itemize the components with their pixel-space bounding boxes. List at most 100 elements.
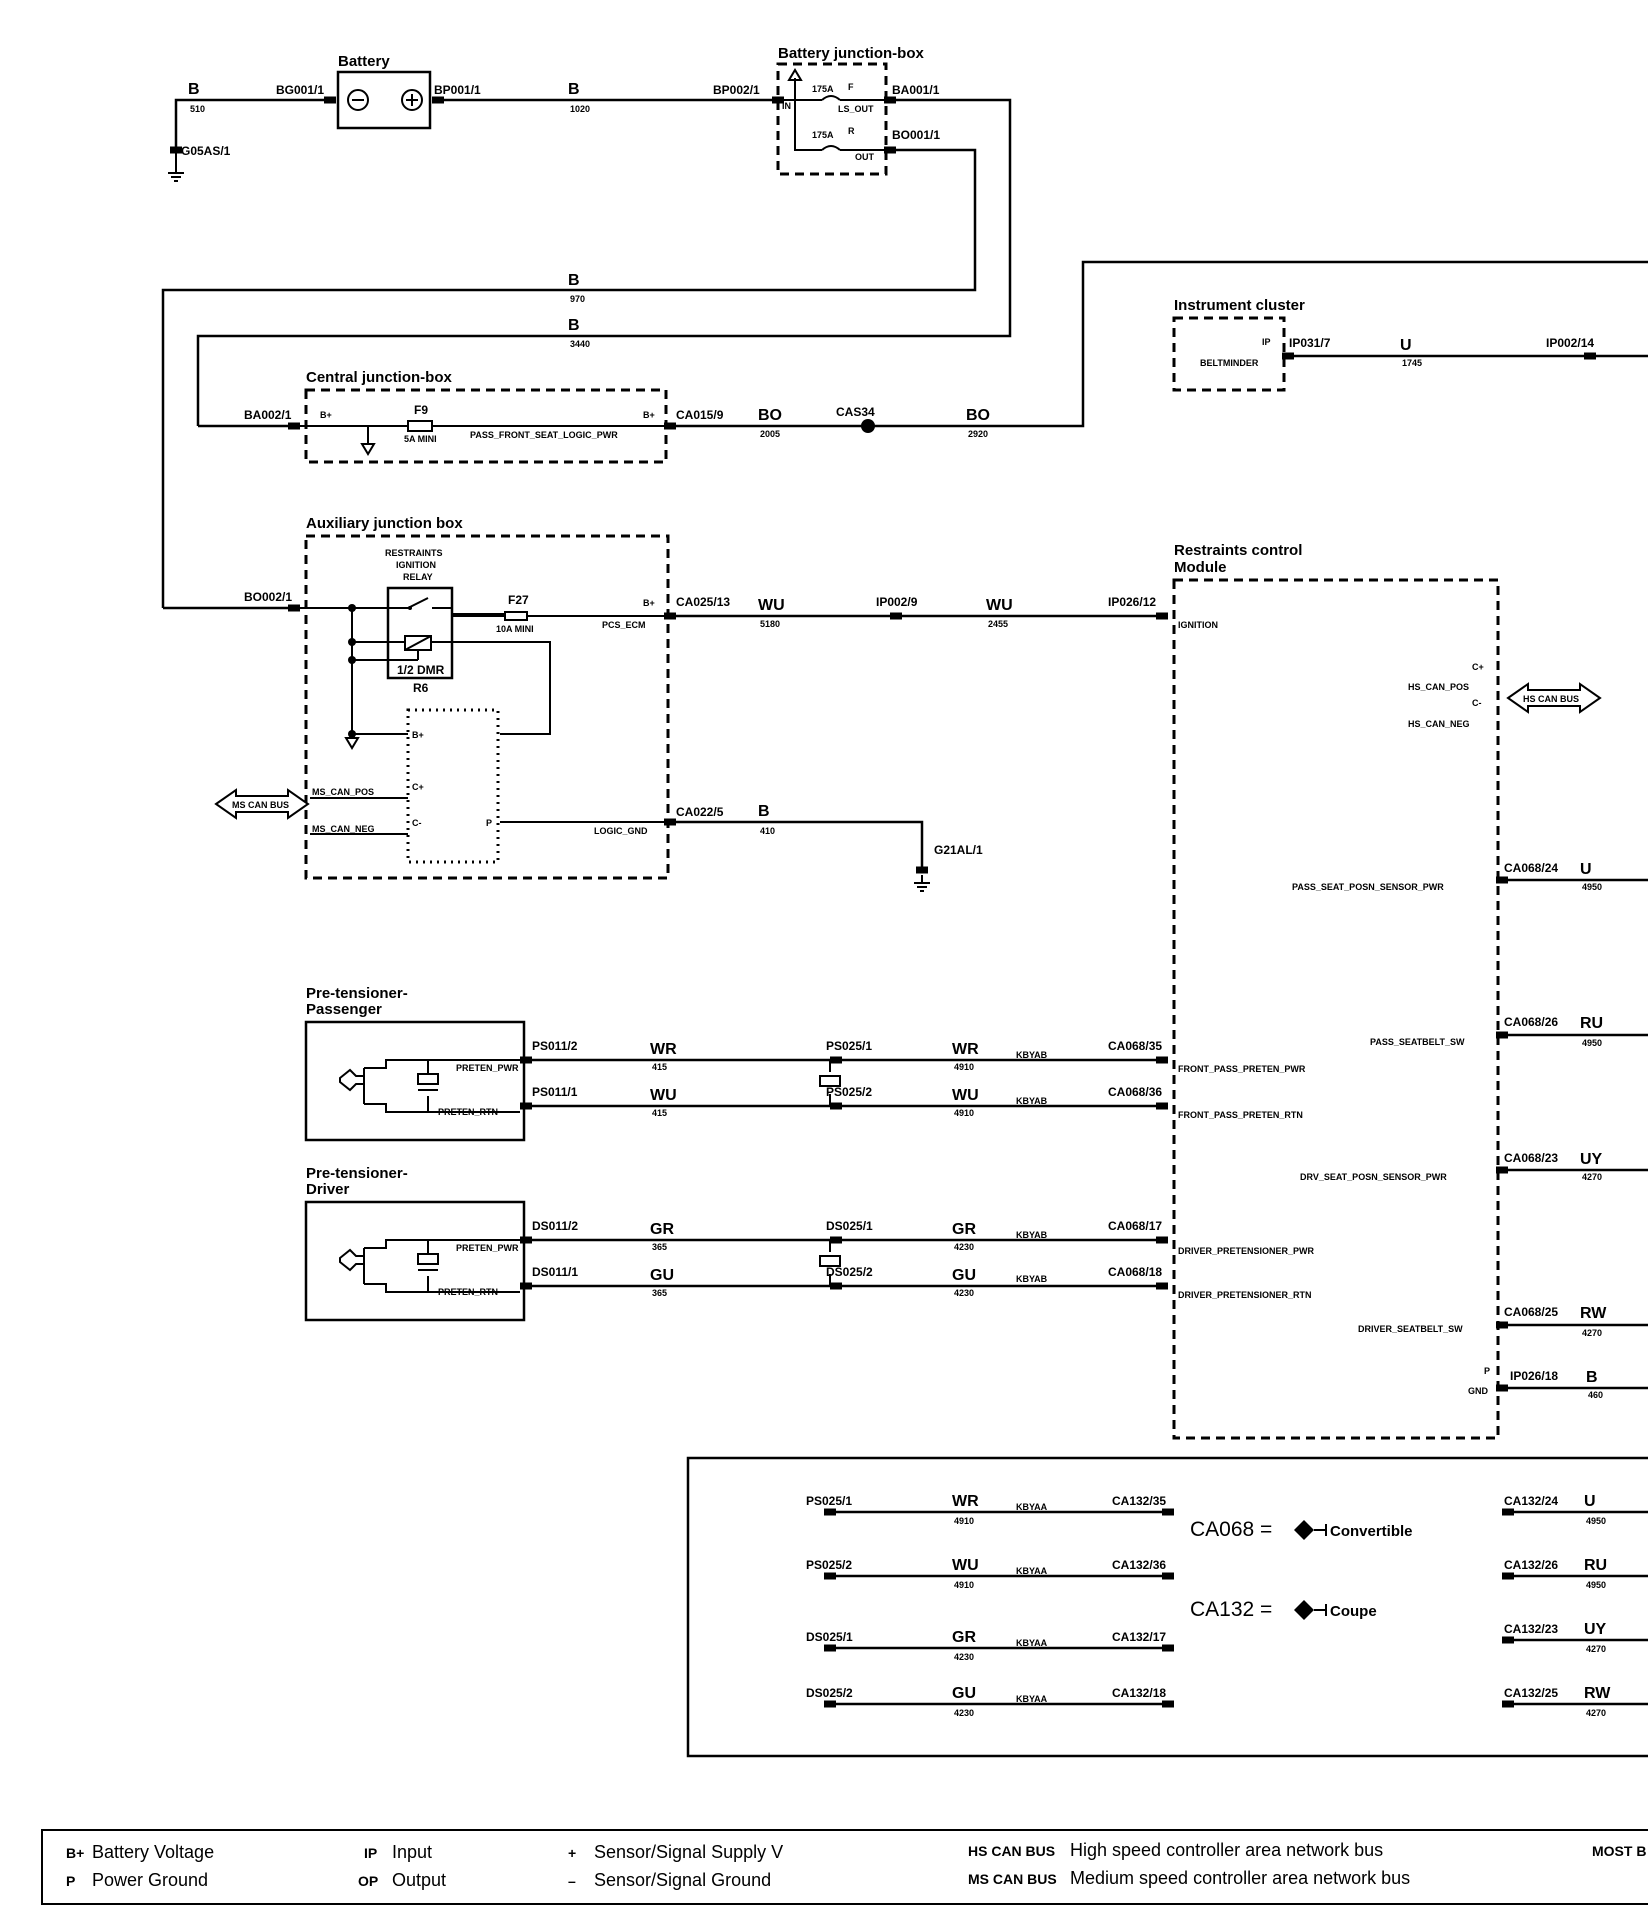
conn-label: BO002/1 [244,590,292,604]
conn-label: DS025/1 [806,1630,853,1644]
wire-num: 1745 [1402,358,1422,368]
fuse-rating: 175A [812,84,834,94]
conn-label: CA015/9 [676,408,724,422]
conn-label: CA068/36 [1108,1085,1162,1099]
wire-color: B [568,81,580,98]
pin-label: IGNITION [1178,620,1218,630]
fuse-id: F [848,82,854,92]
harness-id: KBYAA [1016,1566,1048,1576]
conn-label: BA001/1 [892,83,940,97]
conn-label: CA132/18 [1112,1686,1166,1700]
legend-value: Output [392,1870,446,1890]
pin-label: DRIVER_SEATBELT_SW [1358,1324,1463,1334]
legend-key: P [66,1873,75,1889]
conn-label: BP001/1 [434,83,481,97]
fuse-id: F9 [414,403,428,417]
wire-color: B [568,317,580,334]
wire-num: 4270 [1586,1708,1606,1718]
conn-label: BP002/1 [713,83,760,97]
wire-color: WR [952,1493,979,1510]
legend-value: High speed controller area network bus [1070,1840,1383,1860]
pin-label: DRIVER_PRETENSIONER_RTN [1178,1290,1312,1300]
pin-label: OUT [855,152,875,162]
conn-label: CA025/13 [676,595,730,609]
relay-id: R6 [413,681,429,695]
variant-code: CA132 = [1190,1598,1272,1621]
pin-label: PASS_SEATBELT_SW [1370,1037,1465,1047]
harness-id: KBYAA [1016,1638,1048,1648]
wire-color: RU [1584,1557,1607,1574]
wire-num: 2920 [968,429,988,439]
conn-label: DS025/2 [826,1265,873,1279]
battery-section: Battery BG001/1 G05AS/1 B 510 BP001/1 B … [167,53,784,182]
wire-num: 4950 [1586,1516,1606,1526]
wire-num: 3440 [570,339,590,349]
legend-value: Input [392,1842,432,1862]
wire-color: B [188,81,200,98]
pin-label: PCS_ECM [602,620,646,630]
restraints-control-module: Restraints control Module IGNITION C+ HS… [1172,542,1602,1440]
legend-key: MOST B [1592,1843,1646,1859]
pin-label: MS_CAN_NEG [312,824,375,834]
wire-num: 2455 [988,619,1008,629]
legend-key: MS CAN BUS [968,1871,1057,1887]
conn-label: PS025/2 [806,1558,852,1572]
ignition-feed: CA025/13 WU 5180 IP002/9 WU 2455 IP026/1… [676,595,1168,892]
wire-color: BO [758,407,782,424]
pin-label: LOGIC_GND [594,826,648,836]
pin-label: FRONT_PASS_PRETEN_PWR [1178,1064,1306,1074]
relay-label: RESTRAINTS [385,548,443,558]
battery-box [336,70,432,130]
pin-label: GND [1468,1386,1489,1396]
wire-color: B [1586,1369,1598,1386]
pin-label: DRIVER_PRETENSIONER_PWR [1178,1246,1315,1256]
pin-label: PASS_SEAT_POSN_SENSOR_PWR [1292,882,1444,892]
pin-label: DRV_SEAT_POSN_SENSOR_PWR [1300,1172,1447,1182]
pin-label: PRETEN_RTN [438,1107,498,1117]
pin-label: PRETEN_PWR [456,1063,519,1073]
wire-num: 4230 [954,1708,974,1718]
bus-label: HS CAN BUS [1523,694,1579,704]
legend-key: OP [358,1873,378,1889]
legend-key: + [568,1845,576,1861]
pin-label: BELTMINDER [1200,358,1259,368]
wire-color: UY [1584,1621,1607,1638]
relay-type: 1/2 DMR [397,663,445,677]
wire-num: 4270 [1582,1328,1602,1338]
wire-num: 4230 [954,1242,974,1252]
wire-num: 5180 [760,619,780,629]
legend-value: Medium speed controller area network bus [1070,1868,1410,1888]
conn-label: CA068/26 [1504,1015,1558,1029]
wire-color: WU [650,1087,677,1104]
legend-value: Sensor/Signal Supply V [594,1842,783,1862]
conn-label: CA068/17 [1108,1219,1162,1233]
rcm-outputs: CA068/24 U 4950 CA068/26 RU 4950 CA068/2… [1496,861,1648,1400]
wire-color: B [758,803,770,820]
wire-num: 4910 [954,1108,974,1118]
pin-label: MS_CAN_POS [312,787,374,797]
wire-num: 4910 [954,1580,974,1590]
conn-label: BA002/1 [244,408,292,422]
wire-color: U [1400,337,1412,354]
conn-label: CA068/18 [1108,1265,1162,1279]
conn-label: CA068/24 [1504,861,1558,875]
wire-color: WR [650,1041,677,1058]
wire-color: GU [952,1267,976,1284]
conn-label: CA132/26 [1504,1558,1558,1572]
conn-label: DS025/2 [806,1686,853,1700]
wire-num: 4910 [954,1516,974,1526]
wire-num: 365 [652,1242,667,1252]
wire-num: 410 [760,826,775,836]
conn-label: DS011/1 [532,1265,578,1279]
conn-label: IP002/9 [876,595,918,609]
pin-label: LS_OUT [838,104,874,114]
rcm-title: Module [1174,559,1227,576]
pin-label: PRETEN_PWR [456,1243,519,1253]
legend-value: Battery Voltage [92,1842,214,1862]
wire-color: GR [650,1221,674,1238]
harness-id: KBYAA [1016,1502,1048,1512]
pt-title: Passenger [306,1001,382,1018]
wire-num: 4230 [954,1288,974,1298]
ajb-title: Auxiliary junction box [306,515,463,532]
